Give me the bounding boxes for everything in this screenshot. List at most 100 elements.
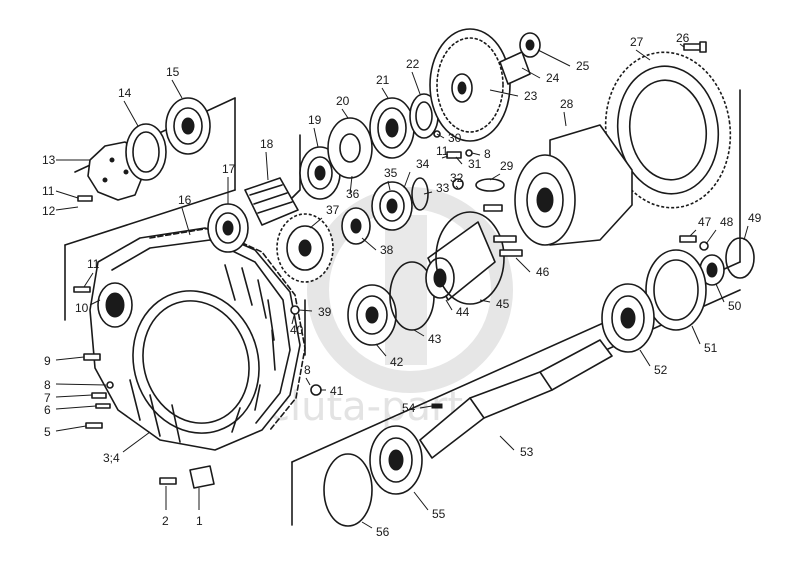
nut-50 xyxy=(699,254,725,286)
output-shaft-53 xyxy=(419,339,613,459)
leader-line-c37 xyxy=(309,217,323,229)
callout-label-c34b: 34 xyxy=(416,157,430,171)
bolt-47 xyxy=(679,235,697,243)
bolt-31 xyxy=(446,151,462,159)
leader-line-c36 xyxy=(349,175,353,195)
leader-line-c34 xyxy=(122,431,151,453)
callout-label-c40: 40 xyxy=(290,323,304,337)
leader-line-c10 xyxy=(89,299,101,306)
leader-line-c20 xyxy=(341,108,349,119)
leader-line-c12 xyxy=(55,206,79,211)
leader-line-c48 xyxy=(705,229,717,245)
callout-label-c26: 26 xyxy=(676,31,690,45)
callout-label-c11b: 11 xyxy=(42,184,55,198)
callout-label-c37: 37 xyxy=(326,203,340,217)
callout-label-c31: 31 xyxy=(468,157,482,171)
callout-label-c12: 12 xyxy=(42,204,56,218)
leader-line-c42 xyxy=(375,343,387,357)
leader-line-c11a xyxy=(83,272,94,288)
callout-label-c45: 45 xyxy=(496,297,510,311)
leader-line-c14 xyxy=(123,100,139,127)
leader-line-c38 xyxy=(361,237,377,251)
callout-label-c46: 46 xyxy=(536,265,550,279)
callout-label-c38: 38 xyxy=(380,243,394,257)
pinion-shaft-18 xyxy=(244,177,299,226)
callout-label-c32: 32 xyxy=(450,171,464,185)
callout-label-c44: 44 xyxy=(456,305,470,319)
leader-line-c30 xyxy=(436,133,445,139)
leader-line-c47 xyxy=(689,229,697,237)
leader-line-c19 xyxy=(313,127,319,148)
washer-39 xyxy=(290,305,300,315)
ring-45 xyxy=(435,211,505,305)
leader-line-c53 xyxy=(499,435,515,451)
callout-label-c41: 41 xyxy=(330,384,344,398)
callout-label-c16: 16 xyxy=(178,193,192,207)
bearing-15 xyxy=(165,97,211,155)
leader-line-c34b xyxy=(403,171,411,189)
leader-line-c50 xyxy=(715,283,725,303)
callout-label-c55: 55 xyxy=(432,507,446,521)
callout-label-c30: 30 xyxy=(448,131,462,145)
flange-20 xyxy=(327,117,373,179)
gear-37 xyxy=(276,213,334,283)
leader-line-c46 xyxy=(515,257,531,273)
ring-22 xyxy=(409,93,439,139)
callout-label-c19: 19 xyxy=(308,113,322,127)
leader-line-c21 xyxy=(381,87,389,99)
callout-label-c34: 3;4 xyxy=(103,451,120,465)
differential-case-28 xyxy=(514,124,633,246)
leader-line-c8c xyxy=(305,377,311,386)
callout-label-c21: 21 xyxy=(376,73,390,87)
callout-label-c2: 2 xyxy=(162,514,169,528)
callout-label-c1: 1 xyxy=(196,514,203,528)
callout-label-c8a: 8 xyxy=(44,378,51,392)
leader-line-c31 xyxy=(455,156,463,165)
fasteners-left xyxy=(73,195,215,489)
nut-25 xyxy=(519,32,541,58)
leader-line-c6 xyxy=(55,405,97,410)
callout-label-c13: 13 xyxy=(42,153,56,167)
callout-label-c23: 23 xyxy=(524,89,538,103)
leader-line-c23 xyxy=(489,89,519,97)
pins-46 xyxy=(483,204,523,257)
part-callouts: 123;456789101111121314151617181920212223… xyxy=(42,31,762,539)
callout-label-c11c: 11 xyxy=(436,144,449,158)
callout-label-c51: 51 xyxy=(704,341,718,355)
gearbox-housing xyxy=(89,227,301,451)
callout-label-c9: 9 xyxy=(44,354,51,368)
leader-line-c9 xyxy=(55,356,85,361)
callout-label-c17: 17 xyxy=(222,162,236,176)
leader-line-c11b xyxy=(55,190,79,199)
callout-label-c50: 50 xyxy=(728,299,742,313)
leader-line-c35 xyxy=(387,180,391,191)
leader-line-c40 xyxy=(291,315,295,325)
callout-label-c11a: 11 xyxy=(87,257,100,271)
snap-ring-49 xyxy=(725,237,755,279)
callout-label-c35: 35 xyxy=(384,166,398,180)
callout-label-c48: 48 xyxy=(720,215,734,229)
callout-label-c43: 43 xyxy=(428,332,442,346)
leader-line-c8a xyxy=(55,383,107,386)
differential-cover-23 xyxy=(429,28,511,142)
callout-label-c20: 20 xyxy=(336,94,350,108)
leader-line-c39 xyxy=(298,309,313,312)
callout-label-c15: 15 xyxy=(166,65,180,79)
washer-8b xyxy=(465,149,473,157)
bearing-55 xyxy=(369,425,423,495)
leader-line-c16 xyxy=(181,207,191,236)
callout-label-c8c: 8 xyxy=(304,363,311,377)
callout-label-c14: 14 xyxy=(118,86,132,100)
bearing-21 xyxy=(369,97,415,159)
leader-line-c15 xyxy=(171,79,183,99)
bearing-35 xyxy=(371,181,413,231)
cover-51 xyxy=(645,249,707,331)
shaft-part-24 xyxy=(499,51,531,85)
snap-ring-56 xyxy=(323,453,373,527)
leader-line-c44 xyxy=(445,299,453,311)
leader-line-c7 xyxy=(55,394,93,398)
callout-label-c39: 39 xyxy=(318,305,332,319)
leader-line-c55 xyxy=(413,491,429,511)
leader-line-c11c xyxy=(441,155,449,159)
